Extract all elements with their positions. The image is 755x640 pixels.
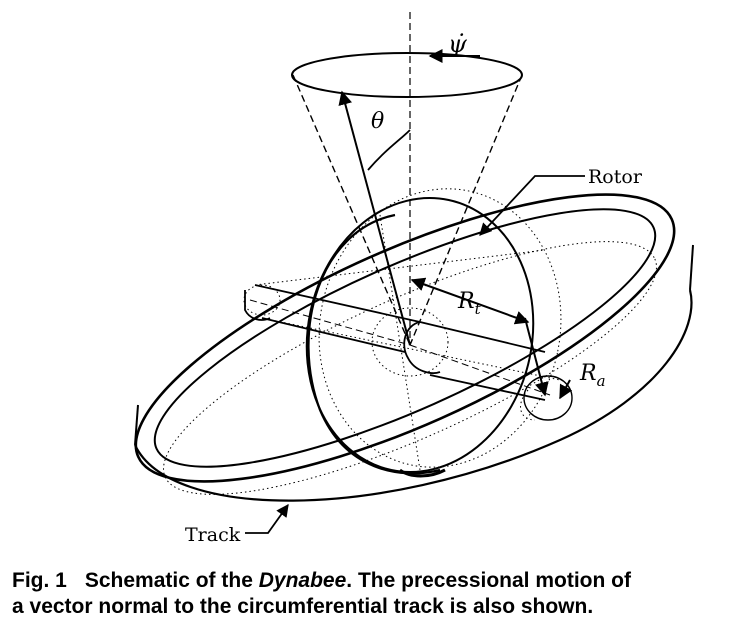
caption-line1-rest: . The precessional motion of [346,569,631,592]
normal-vector [338,90,411,346]
dimension-arrows [410,277,573,400]
rotor-label: Rotor [588,166,643,188]
construction-lines [249,214,561,471]
theta-arc [367,129,411,171]
rotor-disk [305,188,562,475]
dynabee-schematic: ψ̇ θ Rotor Rt Ra Track [134,12,694,546]
theta-label: θ [371,109,384,134]
ra-label: Ra [579,361,606,390]
track-ring [134,193,694,502]
leader-lines [245,175,585,534]
rotor-axle [243,284,573,421]
caption-line-1: Fig. 1 Schematic of the Dynabee. The prec… [12,568,747,594]
psi-dot-label: ψ̇ [448,30,468,58]
rotor-back-face [318,188,562,468]
rt-label: Rt [457,289,482,318]
rotor-leader [479,175,585,236]
caption-lead: Schematic of the [84,569,259,592]
cone-top-ellipse [291,52,523,98]
caption-emphasis: Dynabee [258,569,347,592]
track-groove-dotted [163,241,657,495]
figure-number: Fig. 1 [12,569,67,592]
rotor-front-face [305,197,535,473]
track-outer-edge [134,193,676,483]
track-label: Track [185,524,241,546]
caption-line-2: a vector normal to the circumferential t… [12,595,594,618]
track-outer-lower-rim [134,289,693,502]
figure-caption: Fig. 1 Schematic of the Dynabee. The prec… [12,568,747,620]
track-inner-edge [153,208,657,468]
rotor-hub [371,307,449,377]
track-leader [245,503,289,534]
